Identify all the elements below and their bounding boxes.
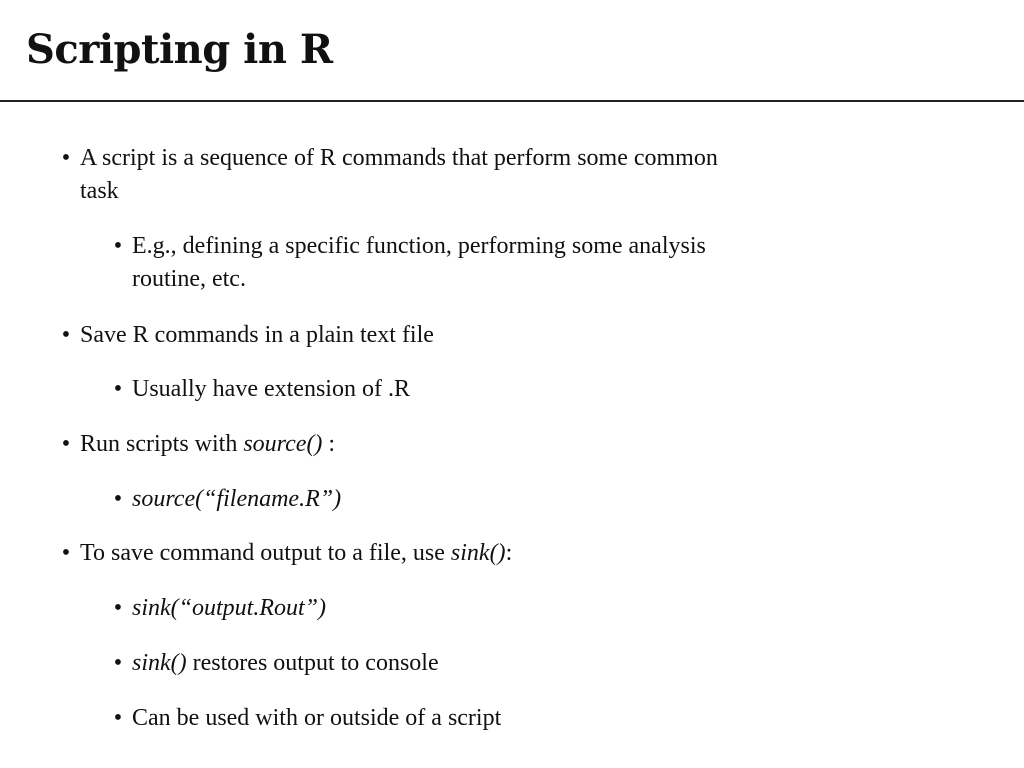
bullet-script-definition: • A script is a sequence of R commands t…	[62, 142, 718, 208]
bullet-text-prefix: Run scripts with	[80, 431, 244, 457]
bullet-text-suffix: :	[505, 540, 513, 566]
bullet-extension: • Usually have extension of .R	[114, 373, 410, 406]
bullet-run-scripts: • Run scripts with source() :	[62, 428, 336, 461]
code-source-function: source()	[243, 431, 323, 457]
bullet-text: Save R commands in a plain text file	[80, 322, 434, 348]
bullet-dot: •	[113, 595, 123, 621]
bullet-text: Usually have extension of .R	[132, 376, 410, 402]
slide-title: Scripting in R	[26, 26, 333, 73]
bullet-dot: •	[113, 376, 123, 402]
bullet-dot: •	[113, 233, 123, 259]
bullet-dot: •	[113, 705, 123, 731]
code-source-example: source(“filename.R”)	[132, 486, 342, 512]
bullet-text: Can be used with or outside of a script	[132, 705, 502, 731]
bullet-example-usage: • E.g., defining a specific function, pe…	[114, 230, 706, 296]
bullet-text-suffix: :	[322, 431, 336, 457]
bullet-save-commands: • Save R commands in a plain text file	[62, 319, 434, 352]
bullet-text-line-1: E.g., defining a specific function, perf…	[132, 233, 706, 259]
bullet-dot: •	[61, 431, 71, 457]
bullet-usage-scope: • Can be used with or outside of a scrip…	[114, 702, 502, 735]
bullet-text-prefix: To save command output to a file, use	[80, 540, 451, 566]
code-sink-function: sink()	[450, 540, 506, 566]
title-divider	[0, 100, 1024, 102]
bullet-sink-restore: • sink() restores output to console	[114, 647, 439, 680]
bullet-text-line-2: routine, etc.	[132, 266, 246, 292]
bullet-text-line-2: task	[80, 178, 119, 204]
bullet-dot: •	[113, 650, 123, 676]
bullet-text-line-1: A script is a sequence of R commands tha…	[80, 145, 718, 171]
bullet-dot: •	[61, 145, 71, 171]
bullet-dot: •	[113, 486, 123, 512]
code-sink-example: sink(“output.Rout”)	[132, 595, 327, 621]
code-sink-reset: sink()	[132, 650, 187, 676]
bullet-save-output: • To save command output to a file, use …	[62, 537, 513, 570]
bullet-text-suffix: restores output to console	[186, 650, 439, 676]
bullet-sink-example: • sink(“output.Rout”)	[114, 592, 327, 625]
bullet-dot: •	[61, 540, 71, 566]
bullet-dot: •	[61, 322, 71, 348]
bullet-source-example: • source(“filename.R”)	[114, 483, 342, 516]
